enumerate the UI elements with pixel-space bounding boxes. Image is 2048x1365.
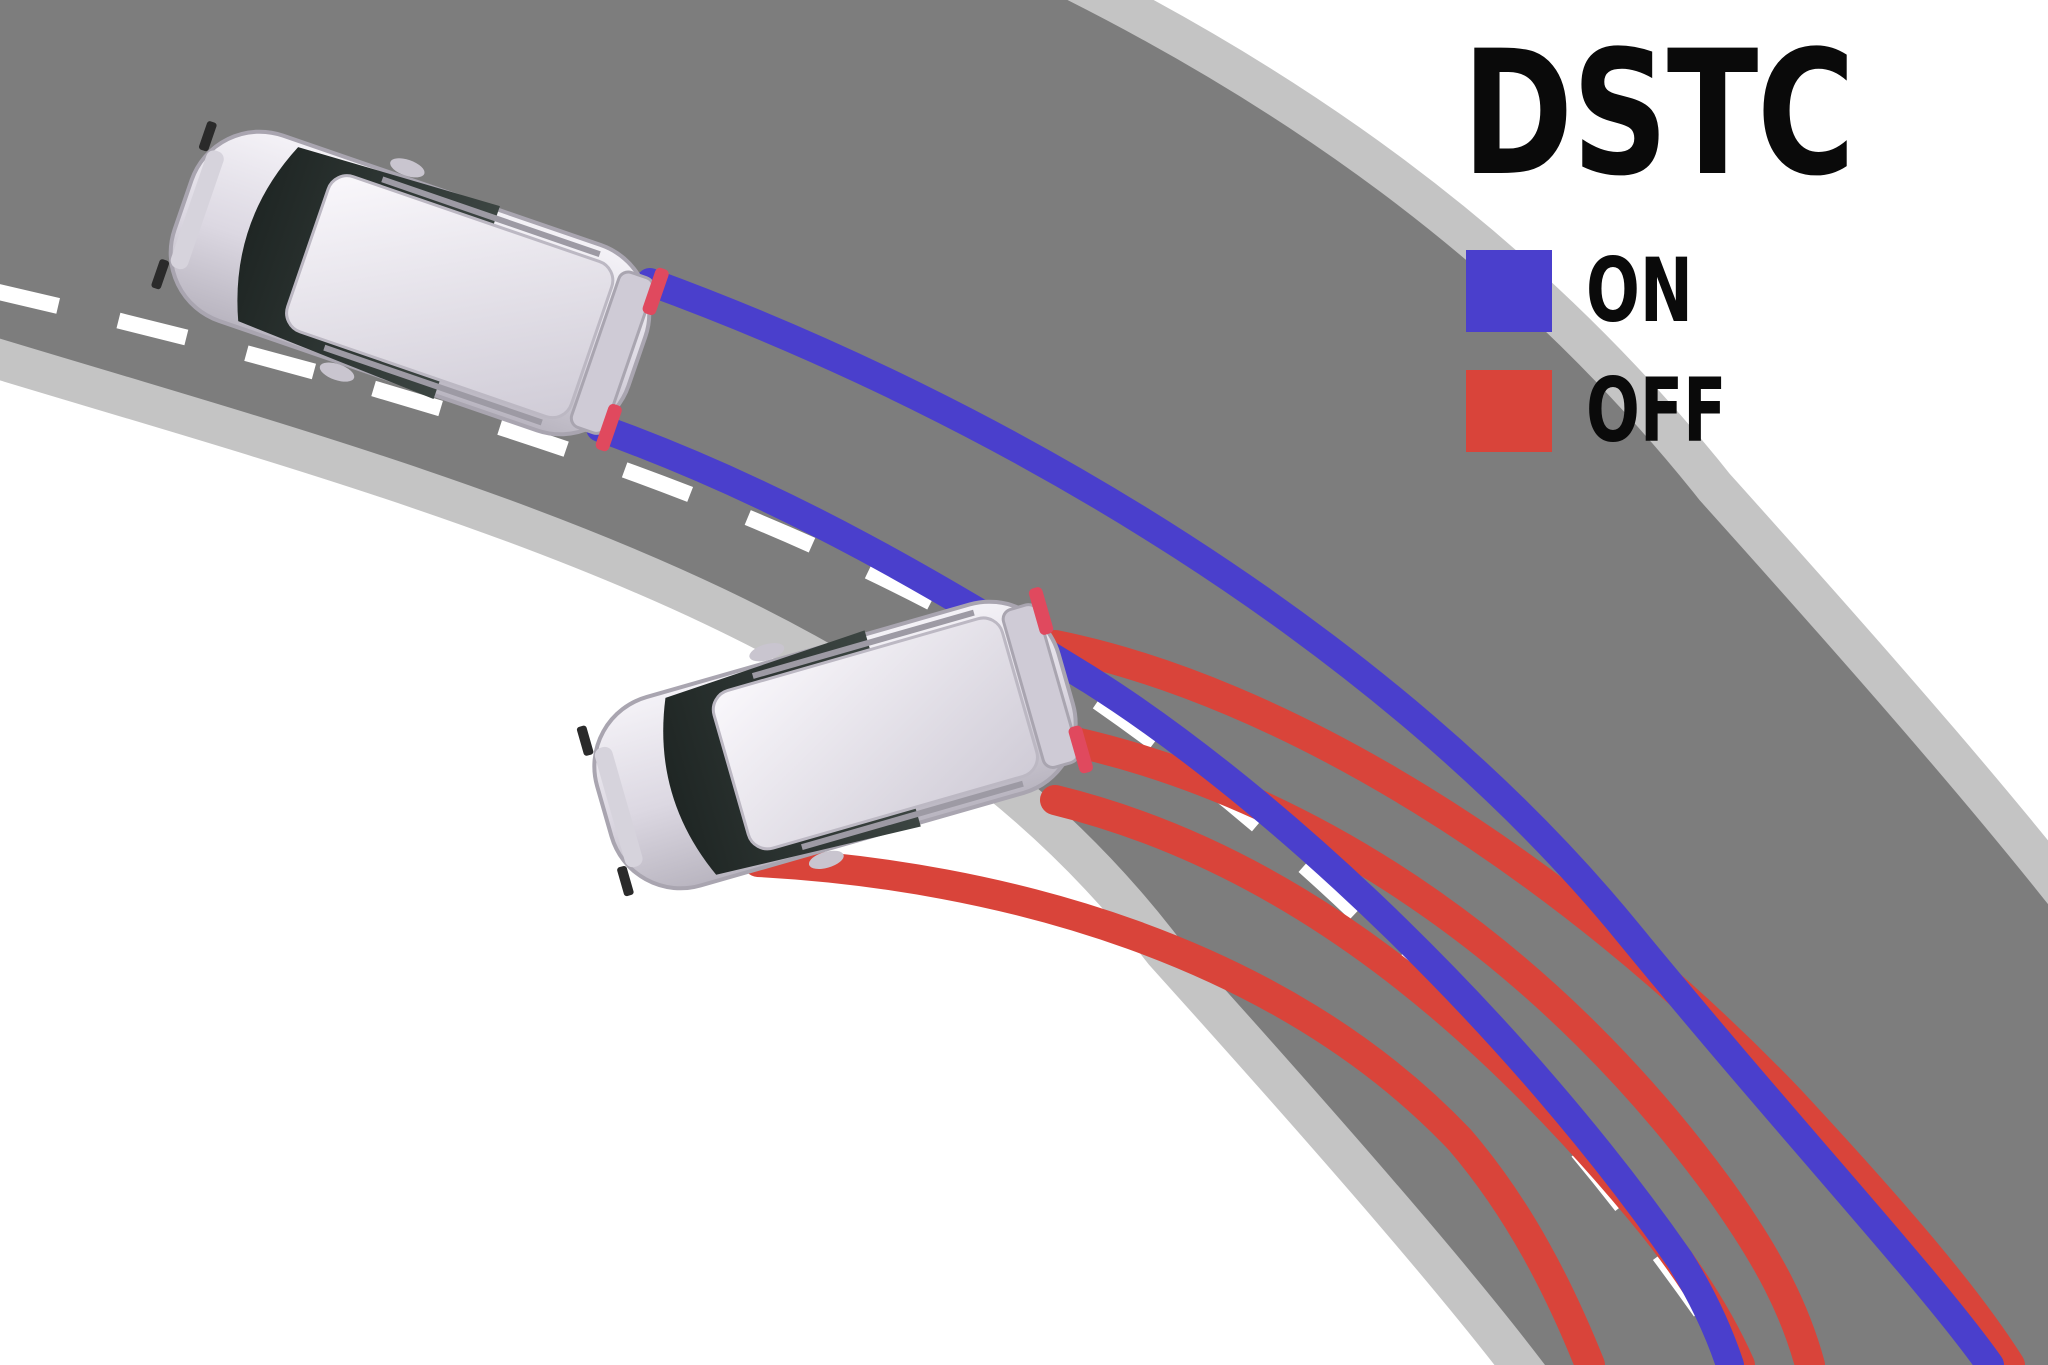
- on-tracks: [586, 268, 2004, 1365]
- legend-swatch-on: [1466, 250, 1552, 332]
- legend-title: DSTC: [1462, 13, 1855, 214]
- car-dstc-off: [576, 587, 1093, 897]
- on-track: [586, 414, 1744, 1365]
- legend-item-off: OFF: [1466, 366, 1781, 456]
- legend: DSTC ON OFF: [1462, 24, 1922, 464]
- car-dstc-on: [151, 121, 669, 452]
- legend-label-on: ON: [1586, 239, 1693, 342]
- legend-item-on: ON: [1466, 246, 1734, 336]
- off-track: [743, 847, 1605, 1365]
- on-track: [636, 268, 2004, 1365]
- legend-label-off: OFF: [1586, 359, 1727, 462]
- legend-swatch-off: [1466, 370, 1552, 452]
